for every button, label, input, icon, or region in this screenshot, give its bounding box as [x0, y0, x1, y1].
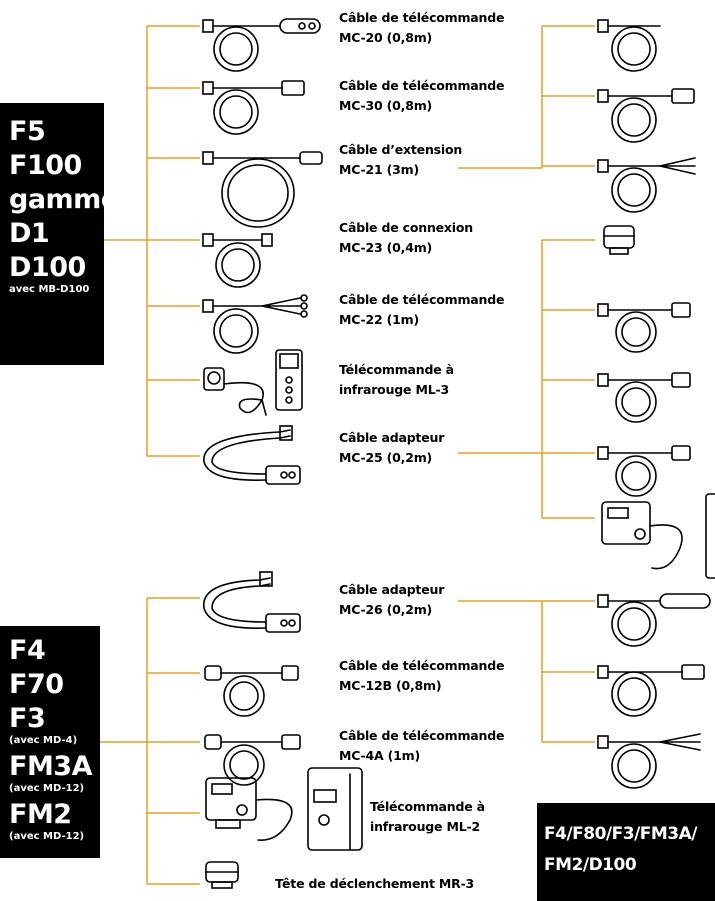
adapter-cord-icon — [203, 571, 301, 633]
remote-cord-icon — [597, 19, 661, 72]
split-cord-icon — [202, 294, 308, 354]
model-note: avec MB-D100 — [9, 284, 90, 295]
label-line: MC-20 (0,8m) — [339, 30, 433, 45]
label-mc25: Câble adapteur MC-25 (0,2m) — [339, 428, 444, 468]
label-line: Câble de connexion — [339, 220, 473, 235]
model-label: FM2/D100 — [544, 855, 637, 875]
model-block-f5-group: F5 F100 gamme D1 D100 avec MB-D100 — [0, 103, 119, 365]
ir-remote-icon — [601, 493, 715, 579]
label-line: MC-4A (1m) — [339, 748, 420, 763]
label-line: Câble adapteur — [339, 430, 445, 445]
remote-cord-icon — [597, 593, 711, 647]
label-line: MC-22 (1m) — [339, 312, 419, 327]
label-line: MC-25 (0,2m) — [339, 450, 433, 465]
label-line: Câble de télécommande — [339, 78, 505, 93]
label-mc20: Câble de télécommande MC-20 (0,8m) — [339, 8, 504, 48]
label-line: Télécommande à — [339, 362, 454, 377]
label-ml2: Télécommande à infrarouge ML-2 — [370, 797, 485, 837]
model-label: D1 — [9, 218, 50, 249]
model-label: F100 — [9, 150, 82, 181]
model-label: FM2 — [9, 799, 72, 830]
label-line: Câble adapteur — [339, 582, 445, 597]
label-line: MC-30 (0,8m) — [339, 98, 433, 113]
label-line: MC-26 (0,2m) — [339, 602, 433, 617]
model-label: FM3A — [9, 751, 93, 782]
model-note: (avec MD-12) — [9, 783, 85, 794]
label-mc26: Câble adapteur MC-26 (0,2m) — [339, 580, 444, 620]
label-line: MC-23 (0,4m) — [339, 240, 433, 255]
label-mc30: Câble de télécommande MC-30 (0,8m) — [339, 76, 504, 116]
remote-cord-icon — [597, 445, 691, 497]
label-mc23: Câble de connexion MC-23 (0,4m) — [339, 218, 473, 258]
remote-cord-icon — [202, 18, 321, 72]
label-line: MC-21 (3m) — [339, 162, 419, 177]
remote-cord-icon — [597, 88, 695, 143]
label-mr3: Tête de déclenchement MR-3 — [275, 874, 474, 894]
remote-cord-icon — [597, 664, 705, 717]
label-line: Câble d’extension — [339, 142, 463, 157]
label-mc4a: Câble de télécommande MC-4A (1m) — [339, 726, 504, 766]
label-ml3: Télécommande à infrarouge ML-3 — [339, 360, 454, 400]
connecting-cord-icon — [202, 233, 273, 288]
label-mc22: Câble de télécommande MC-22 (1m) — [339, 290, 504, 330]
split-cord-icon — [597, 157, 696, 213]
ir-remote-icon — [205, 767, 363, 851]
label-line: Tête de déclenchement MR-3 — [275, 876, 475, 891]
model-label: F70 — [9, 669, 64, 700]
label-line: infrarouge ML-3 — [339, 382, 449, 397]
model-note: (avec MD-4) — [9, 735, 78, 746]
label-line: MC-12B (0,8m) — [339, 678, 442, 693]
model-label: D100 — [9, 252, 86, 283]
label-mc12b: Câble de télécommande MC-12B (0,8m) — [339, 656, 504, 696]
model-label: F4 — [9, 635, 46, 666]
label-mc21: Câble d’extension MC-21 (3m) — [339, 140, 462, 180]
label-line: Câble de télécommande — [339, 658, 505, 673]
ir-remote-icon — [203, 349, 303, 416]
model-label: F5 — [9, 116, 46, 147]
model-note: (avec MD-12) — [9, 831, 85, 842]
split-cord-icon — [597, 733, 701, 789]
adapter-cord-icon — [203, 425, 301, 485]
model-label: F3 — [9, 703, 46, 734]
label-line: Câble de télécommande — [339, 728, 505, 743]
orange-connectors — [100, 25, 595, 885]
label-line: infrarouge ML-2 — [370, 819, 480, 834]
model-label: F4/F80/F3/FM3A/ — [544, 824, 698, 844]
remote-cord-icon — [597, 302, 691, 353]
remote-cord-icon — [204, 734, 301, 786]
model-label: gamme — [9, 184, 119, 215]
remote-cord-icon — [204, 665, 299, 717]
model-block-f4-f80-group: F4/F80/F3/FM3A/ FM2/D100 — [537, 803, 715, 901]
remote-cord-icon — [202, 80, 305, 135]
release-head-icon — [603, 225, 635, 255]
extension-cord-icon — [202, 151, 323, 228]
label-line: Câble de télécommande — [339, 292, 505, 307]
remote-cord-icon — [597, 372, 691, 423]
release-head-icon — [205, 861, 239, 889]
model-block-f4-group: F4 F70 F3 (avec MD-4) FM3A (avec MD-12) … — [0, 626, 100, 858]
label-line: Télécommande à — [370, 799, 485, 814]
label-line: Câble de télécommande — [339, 10, 505, 25]
